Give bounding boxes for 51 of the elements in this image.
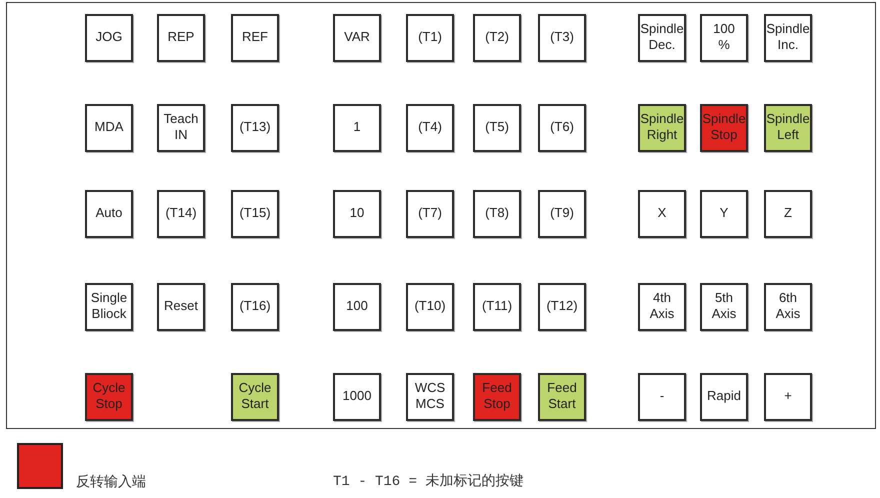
key-button: + bbox=[764, 373, 812, 421]
key-button: REF bbox=[231, 14, 279, 62]
key-button: Rapid bbox=[700, 373, 748, 421]
key-button: Spindle Dec. bbox=[638, 14, 686, 62]
key-button: VAR bbox=[333, 14, 381, 62]
key-button: Cycle Start bbox=[231, 373, 279, 421]
key-button: (T11) bbox=[473, 283, 521, 331]
key-button: (T15) bbox=[231, 190, 279, 238]
key-button: 1 bbox=[333, 104, 381, 152]
key-button: Teach IN bbox=[157, 104, 205, 152]
key-button: (T8) bbox=[473, 190, 521, 238]
key-button: (T10) bbox=[406, 283, 454, 331]
key-button: Y bbox=[700, 190, 748, 238]
key-button: 1000 bbox=[333, 373, 381, 421]
key-button: MDA bbox=[85, 104, 133, 152]
key-button: Single Bliock bbox=[85, 283, 133, 331]
key-button: REP bbox=[157, 14, 205, 62]
key-button: Feed Stop bbox=[473, 373, 521, 421]
key-button: (T3) bbox=[538, 14, 586, 62]
key-button: Reset bbox=[157, 283, 205, 331]
key-button: 100 bbox=[333, 283, 381, 331]
key-button: - bbox=[638, 373, 686, 421]
note-text: T1 - T16 = 未加标记的按键 bbox=[333, 473, 524, 491]
key-button: (T4) bbox=[406, 104, 454, 152]
key-button: (T9) bbox=[538, 190, 586, 238]
key-button: 4th Axis bbox=[638, 283, 686, 331]
key-button: (T12) bbox=[538, 283, 586, 331]
key-button: (T14) bbox=[157, 190, 205, 238]
key-button: 100 % bbox=[700, 14, 748, 62]
key-button: Spindle Stop bbox=[700, 104, 748, 152]
key-button: (T5) bbox=[473, 104, 521, 152]
key-button: Spindle Left bbox=[764, 104, 812, 152]
legend-text: 反转输入端 bbox=[76, 473, 146, 491]
key-button: 10 bbox=[333, 190, 381, 238]
key-button: Cycle Stop bbox=[85, 373, 133, 421]
key-button: (T1) bbox=[406, 14, 454, 62]
key-button: X bbox=[638, 190, 686, 238]
key-button: Z bbox=[764, 190, 812, 238]
key-button: JOG bbox=[85, 14, 133, 62]
key-button: (T2) bbox=[473, 14, 521, 62]
key-button: Spindle Right bbox=[638, 104, 686, 152]
key-button: (T7) bbox=[406, 190, 454, 238]
key-button: (T13) bbox=[231, 104, 279, 152]
key-button: 6th Axis bbox=[764, 283, 812, 331]
key-button: (T16) bbox=[231, 283, 279, 331]
key-button: WCS MCS bbox=[406, 373, 454, 421]
key-button: (T6) bbox=[538, 104, 586, 152]
key-button: Spindle Inc. bbox=[764, 14, 812, 62]
key-button: 5th Axis bbox=[700, 283, 748, 331]
key-button: Feed Start bbox=[538, 373, 586, 421]
key-button: Auto bbox=[85, 190, 133, 238]
